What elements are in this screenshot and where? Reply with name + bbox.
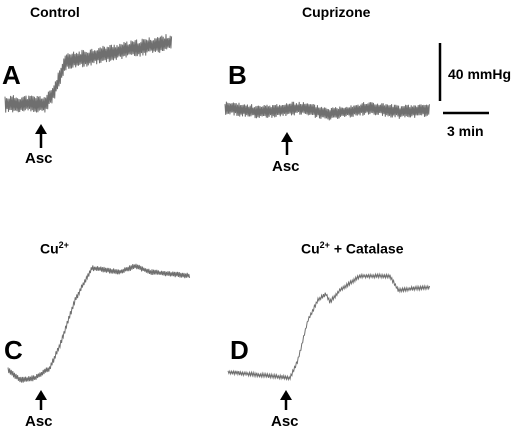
- title-cu-catalase-base: Cu: [301, 240, 320, 257]
- scale-label-pressure: 40 mmHg: [448, 66, 512, 82]
- asc-label-d: Asc: [271, 413, 299, 430]
- title-cu-base: Cu: [40, 240, 59, 257]
- trace-b: [224, 101, 430, 121]
- panel-letter-a: A: [2, 60, 21, 90]
- scale-label-time: 3 min: [447, 123, 484, 139]
- trace-a: [4, 34, 173, 113]
- arrow-icon-a: [35, 124, 47, 148]
- asc-label-a: Asc: [25, 150, 53, 167]
- title-control: Control: [30, 4, 80, 20]
- arrow-icon-d: [280, 390, 292, 410]
- title-cu: Cu2+: [40, 240, 69, 257]
- panel-letter-b: B: [228, 60, 247, 90]
- trace-c: [7, 263, 191, 383]
- asc-label-b: Asc: [272, 158, 300, 175]
- title-cuprizone: Cuprizone: [302, 4, 371, 20]
- title-cu-catalase-suffix: + Catalase: [329, 240, 404, 257]
- panel-letter-c: C: [4, 335, 23, 365]
- title-cu-catalase: Cu2+ + Catalase: [301, 240, 404, 257]
- arrow-icon-b: [281, 132, 293, 155]
- trace-d: [227, 272, 431, 382]
- asc-label-c: Asc: [25, 413, 53, 430]
- arrow-icon-c: [35, 390, 47, 410]
- title-cu-sup: 2+: [58, 240, 69, 250]
- title-cu-catalase-sup: 2+: [319, 240, 330, 250]
- panel-letter-d: D: [230, 335, 249, 365]
